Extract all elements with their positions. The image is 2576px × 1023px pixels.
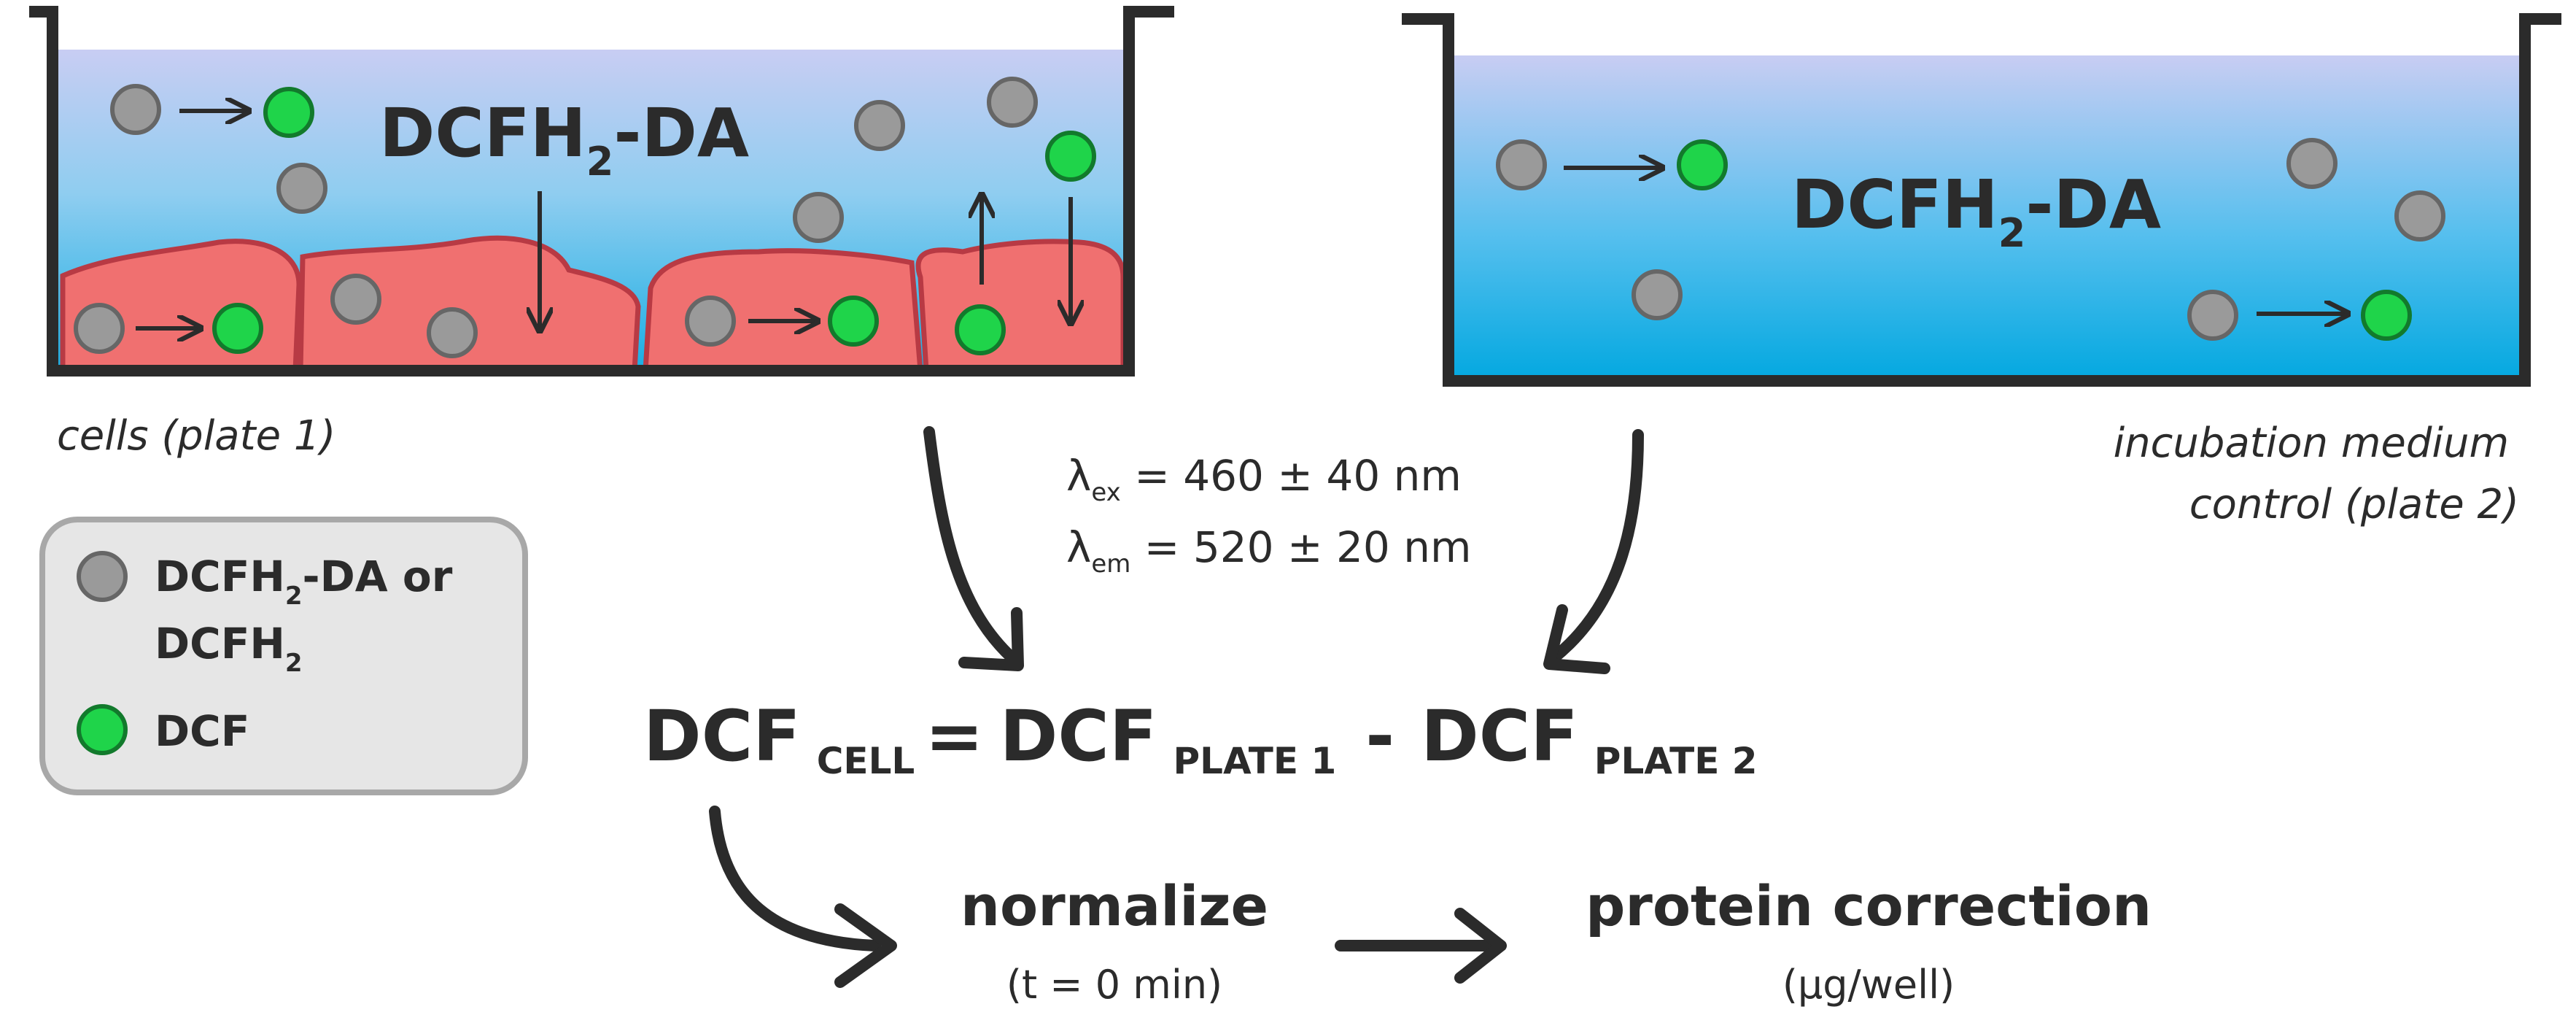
- reduced-probe: [1496, 139, 1547, 190]
- plate-2-probes: [1496, 138, 2445, 341]
- plate-readout-arrows: [923, 426, 1644, 674]
- plate-1-caption: cells (plate 1): [57, 412, 335, 460]
- plate-1-arrows: [136, 111, 1071, 328]
- to-normalize-arrowhead: [834, 903, 897, 988]
- reduced-probe: [110, 84, 161, 135]
- to-protein-arrowhead: [1454, 908, 1507, 984]
- legend-reduced-probe-icon: [77, 551, 128, 602]
- plate-1-readout-arrow: [923, 426, 1018, 664]
- protein-correction-step: protein correction: [1586, 873, 2152, 938]
- reduced-probe: [74, 303, 125, 354]
- plate-1-readout-arrowhead: [958, 607, 1024, 671]
- plate-1: DCFH2-DA cells (plate 1): [29, 6, 1174, 460]
- oxidized-probe: [2361, 290, 2412, 341]
- protein-correction-detail: (µg/well): [1782, 962, 1955, 1008]
- oxidized-probe: [212, 303, 263, 354]
- reduced-probe: [2394, 190, 2445, 242]
- oxidized-probe: [1677, 139, 1728, 190]
- oxidized-probe: [828, 296, 879, 347]
- plate-2-wall: [1402, 13, 2561, 387]
- reduced-probe: [685, 296, 736, 347]
- legend: DCFH2-DA or DCFH2 DCF: [39, 517, 528, 795]
- plate-2-caption-line-1: incubation medium: [2114, 420, 2509, 467]
- legend-oxidized-probe-icon: [77, 704, 128, 755]
- normalize-step: normalize: [961, 873, 1268, 938]
- legend-reduced-probe-label: DCFH2-DA or: [155, 552, 453, 611]
- plate-2-reagent-label: DCFH2-DA: [1791, 166, 2161, 256]
- plate-1-wall: [29, 6, 1174, 377]
- reduced-probe: [2187, 290, 2238, 341]
- reduced-probe: [793, 192, 844, 243]
- oxidized-probe: [1045, 131, 1096, 182]
- wavelength-settings: λex = 460 ± 40 nm λem = 520 ± 20 nm: [1066, 451, 1472, 579]
- emission-wavelength: λem = 520 ± 20 nm: [1066, 522, 1472, 579]
- reduced-probe: [276, 163, 327, 214]
- reduced-probe: [854, 100, 905, 151]
- plate-2-arrows: [1564, 168, 2346, 314]
- legend-box: [39, 517, 528, 795]
- plate-1-reagent-label: DCFH2-DA: [379, 94, 749, 185]
- reduced-probe: [2286, 138, 2338, 189]
- normalize-detail: (t = 0 min): [1006, 962, 1222, 1008]
- plate-2-readout-arrowhead: [1543, 604, 1610, 674]
- oxidized-probe: [263, 87, 314, 138]
- cell: [298, 235, 641, 374]
- processing-steps: normalize (t = 0 min) protein correction…: [709, 806, 2152, 1008]
- legend-reduced-probe-label-line-2: DCFH2: [155, 619, 303, 678]
- to-normalize-arrow: [709, 806, 881, 951]
- oxidized-probe: [955, 304, 1006, 355]
- cell: [915, 239, 1126, 374]
- reduced-probe: [987, 77, 1038, 128]
- plate-1-probes: [74, 77, 1096, 358]
- plate-2: DCFH2-DA incubation medium control (plat…: [1402, 13, 2561, 528]
- legend-oxidized-probe-label: DCF: [155, 706, 249, 756]
- term-cell: DCF: [643, 695, 801, 777]
- plate-2-caption-line-2: control (plate 2): [2189, 481, 2519, 528]
- plate-2-readout-arrow: [1548, 429, 1644, 664]
- excitation-wavelength: λex = 460 ± 40 nm: [1066, 451, 1462, 507]
- reduced-probe: [330, 274, 381, 325]
- cell: [643, 248, 923, 374]
- reduced-probe: [427, 307, 478, 358]
- reduced-probe: [1632, 269, 1683, 320]
